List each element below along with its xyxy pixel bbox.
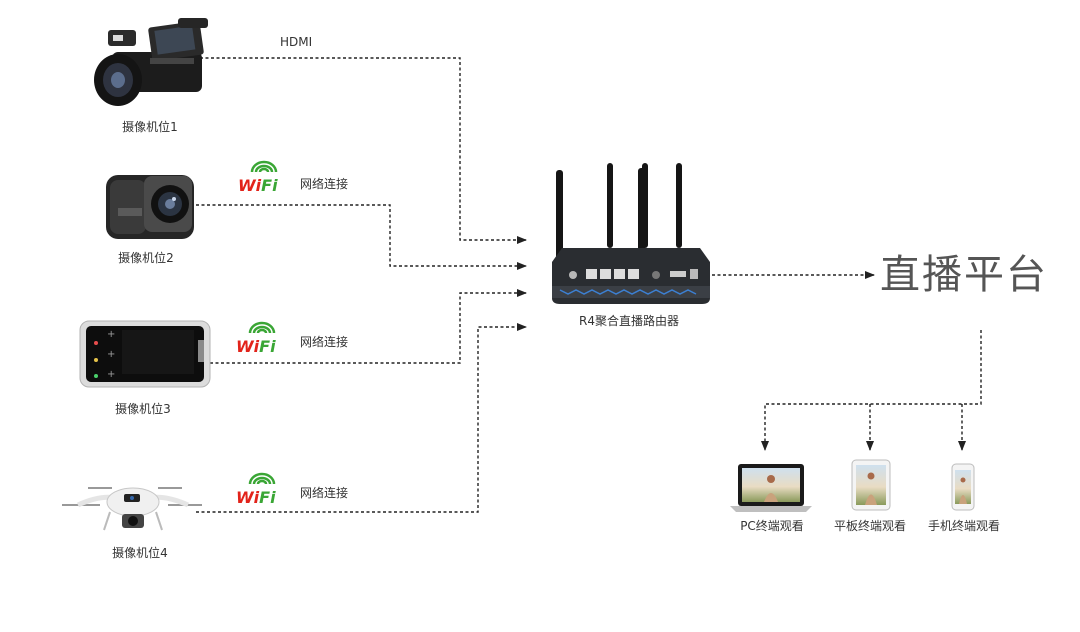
svg-text:+: + [107,349,115,360]
camera4-label: 摄像机位4 [112,545,168,560]
camera2-link-label: 网络连接 [300,176,348,191]
svg-text:+: + [107,369,115,380]
laptop-icon [730,464,812,512]
smartphone-landscape-icon: + + + [79,320,211,388]
connector-camera4-to-router [196,323,527,513]
pc-viewer-label: PC终端观看 [740,518,804,533]
camera3-label: 摄像机位3 [115,401,171,416]
platform-label: 直播平台 [880,252,1048,298]
camera1-label: 摄像机位1 [122,119,178,134]
camera4-link-label: 网络连接 [300,485,348,500]
phone-icon [951,463,975,511]
connector-camera2-to-router [196,204,527,270]
tablet-viewer-label: 平板终端观看 [834,518,906,533]
camera2-label: 摄像机位2 [118,250,174,265]
wifi-logo-text: WiFi [236,488,276,507]
connector-camera3-to-router [210,289,527,364]
wifi-logo-icon: WiFi [236,321,276,356]
connections [196,57,982,513]
drone-icon [62,487,202,531]
camera3-link-label: 网络连接 [300,334,348,349]
action-camera-icon [106,175,194,239]
svg-text:+: + [107,329,115,340]
connector-platform-to-viewers [761,330,982,451]
hdmi-link-label: HDMI [280,35,312,49]
wifi-logo-text: WiFi [238,176,278,195]
camcorder-icon [94,18,208,106]
router-icon [552,163,710,304]
wifi-logo-text: WiFi [236,337,276,356]
wifi-logo-icon: WiFi [236,472,276,507]
wifi-logo-icon: WiFi [238,160,278,195]
tablet-icon [851,459,891,511]
phone-viewer-label: 手机终端观看 [928,518,1000,533]
router-label: R4聚合直播路由器 [579,313,679,328]
connector-camera1-to-router [200,57,527,244]
